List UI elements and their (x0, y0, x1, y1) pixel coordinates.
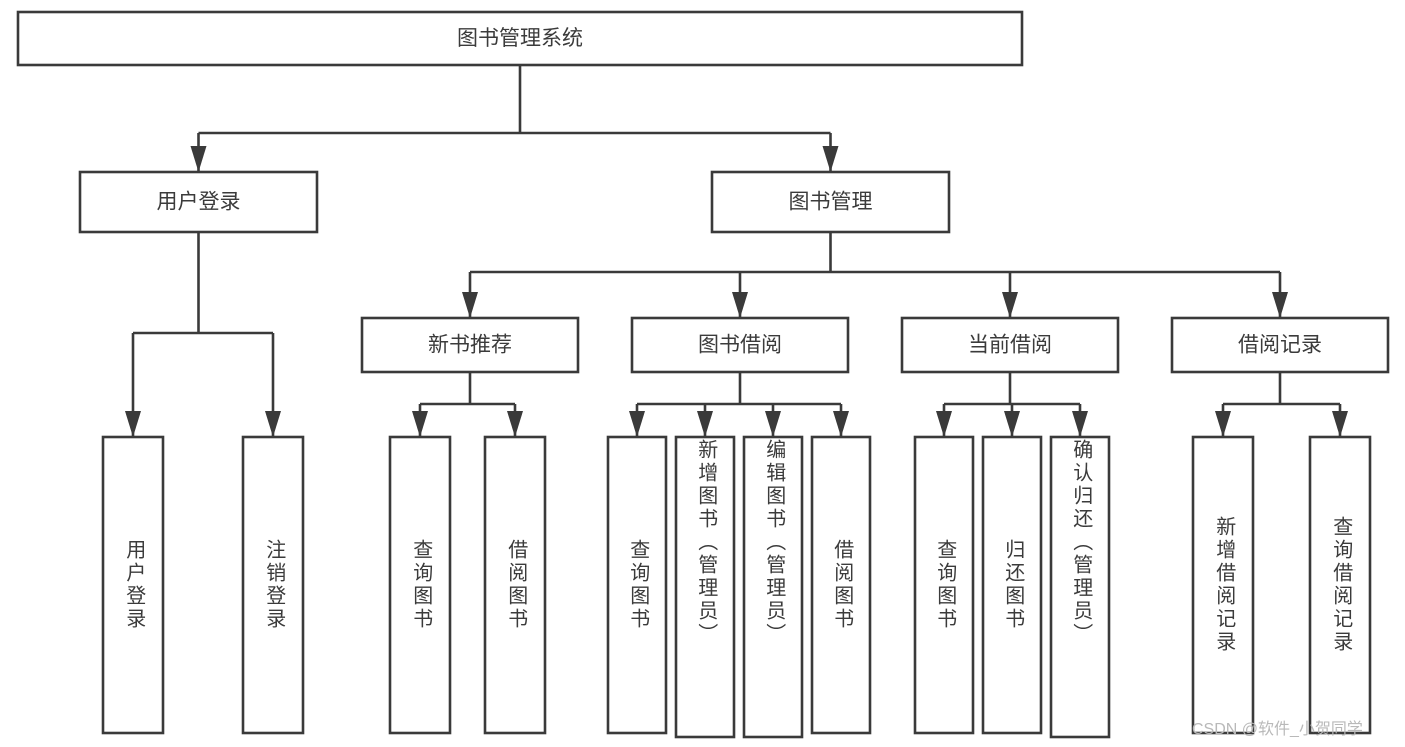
connector-arrow-icon (822, 146, 839, 172)
connector-arrow-icon (1004, 411, 1020, 437)
connector-arrow-icon (412, 411, 428, 437)
node-box-l2-1[interactable] (630, 316, 850, 374)
connector-arrow-icon (125, 411, 141, 437)
connector-arrow-icon (507, 411, 523, 437)
connector-arrow-icon (732, 292, 748, 318)
node-box-l1-1[interactable] (710, 170, 951, 234)
connector-arrow-icon (190, 146, 207, 172)
node-box-leaf-4[interactable] (606, 435, 668, 735)
connector-arrow-icon (629, 411, 645, 437)
node-box-leaf-10[interactable] (1049, 435, 1111, 739)
node-box-leaf-9[interactable] (981, 435, 1043, 735)
node-label-root: 图书管理系统 (457, 27, 583, 50)
node-box-root[interactable] (16, 10, 1024, 67)
connector-arrow-icon (936, 411, 952, 437)
connector-arrow-icon (697, 411, 713, 437)
node-box-leaf-3[interactable] (483, 435, 547, 735)
node-box-leaf-12[interactable] (1308, 435, 1372, 735)
node-label-l2-3: 借阅记录 (1238, 334, 1322, 357)
connector-arrow-icon (1002, 292, 1018, 318)
connector-arrow-icon (1215, 411, 1231, 437)
node-box-leaf-7[interactable] (810, 435, 872, 735)
node-box-leaf-0[interactable] (101, 435, 165, 735)
node-box-leaf-2[interactable] (388, 435, 452, 735)
node-box-leaf-11[interactable] (1191, 435, 1255, 735)
node-box-l2-2[interactable] (900, 316, 1120, 374)
node-box-l2-0[interactable] (360, 316, 580, 374)
node-box-leaf-8[interactable] (913, 435, 975, 735)
node-boxes-layer (16, 10, 1390, 739)
connector-arrow-icon (462, 292, 478, 318)
connector-arrow-icon (833, 411, 849, 437)
connector-arrow-icon (765, 411, 781, 437)
node-label-l2-0: 新书推荐 (428, 334, 512, 357)
connector-arrow-icon (1272, 292, 1288, 318)
connector-arrow-icon (1072, 411, 1088, 437)
node-label-l2-2: 当前借阅 (968, 334, 1052, 357)
connectors-layer (125, 65, 1348, 437)
node-label-l2-1: 图书借阅 (698, 334, 782, 357)
node-box-leaf-1[interactable] (241, 435, 305, 735)
watermark-text: CSDN @软件_小贺同学 (1192, 721, 1363, 738)
node-label-l1-1: 图书管理 (789, 191, 873, 214)
node-box-leaf-5[interactable] (674, 435, 736, 739)
connector-arrow-icon (1332, 411, 1348, 437)
node-label-l1-0: 用户登录 (157, 191, 241, 214)
node-box-l2-3[interactable] (1170, 316, 1390, 374)
node-box-l1-0[interactable] (78, 170, 319, 234)
node-box-leaf-6[interactable] (742, 435, 804, 739)
connector-arrow-icon (265, 411, 281, 437)
